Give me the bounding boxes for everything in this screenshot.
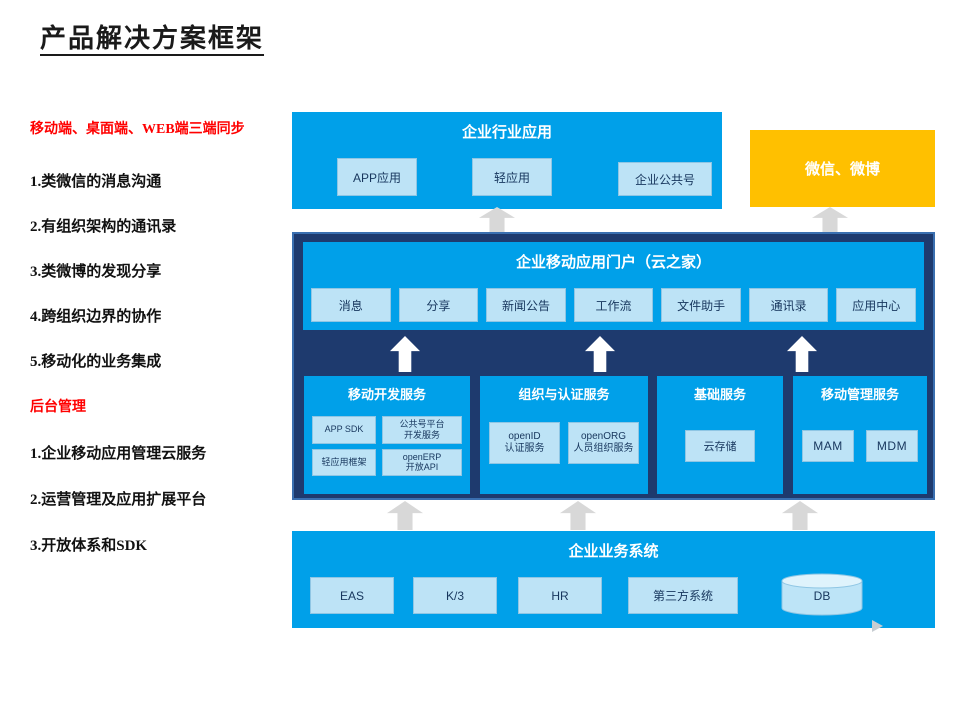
business-item-eas: EAS	[310, 577, 394, 614]
service-org-auth-title: 组织与认证服务	[518, 387, 610, 402]
portal-module-app-center: 应用中心	[836, 288, 917, 322]
portal-module-contacts: 通讯录	[748, 288, 829, 322]
service-item-lightapp-framework: 轻应用框架	[312, 448, 376, 477]
note-item-7: 2.运营管理及应用扩展平台	[30, 492, 207, 508]
industry-item-light-app: 轻应用	[472, 158, 552, 196]
arrow-up-icon	[812, 207, 848, 233]
note-item-6: 1.企业移动应用管理云服务	[30, 446, 207, 462]
arrow-up-icon	[479, 207, 515, 233]
note-item-2: 2.有组织架构的通讯录	[30, 219, 177, 235]
service-item-openerp-api: openERP 开放API	[382, 448, 462, 477]
database-label: DB	[813, 589, 831, 603]
portal-module-share: 分享	[398, 288, 479, 322]
business-item-third-party: 第三方系统	[628, 577, 738, 614]
arrow-up-icon	[390, 336, 420, 372]
database-cylinder-icon: DB	[780, 573, 864, 617]
service-mobile-dev-box: 移动开发服务 APP SDK 公共号平台 开发服务 轻应用框架 openERP …	[304, 376, 470, 494]
service-item-mdm: MDM	[866, 430, 918, 462]
service-basic-title: 基础服务	[693, 387, 746, 402]
industry-apps-title: 企业行业应用	[461, 124, 552, 141]
note-heading-backend: 后台管理	[30, 400, 86, 415]
business-systems-box: 企业业务系统 EAS K/3 HR 第三方系统 DB	[292, 531, 935, 628]
service-mobile-mgmt-items: MAM MDM	[802, 430, 918, 462]
note-item-3: 3.类微博的发现分享	[30, 264, 162, 280]
business-systems-title: 企业业务系统	[568, 543, 659, 560]
page-title: 产品解决方案框架	[40, 23, 265, 53]
portal-module-file-helper: 文件助手	[661, 288, 741, 322]
service-item-mam: MAM	[802, 430, 854, 462]
portal-title: 企业移动应用门户（云之家）	[515, 254, 711, 271]
note-item-5: 5.移动化的业务集成	[30, 354, 162, 370]
arrow-up-icon	[560, 501, 596, 530]
arrow-up-icon	[787, 336, 817, 372]
note-item-1: 1.类微信的消息沟通	[30, 174, 162, 190]
industry-item-app: APP应用	[337, 158, 417, 196]
service-org-auth-box: 组织与认证服务 openID 认证服务 openORG 人员组织服务	[480, 376, 648, 494]
industry-item-public-account: 企业公共号	[618, 162, 712, 196]
industry-apps-box: 企业行业应用 APP应用 轻应用 企业公共号	[292, 112, 722, 209]
service-item-public-platform: 公共号平台 开发服务	[382, 416, 462, 444]
business-item-k3: K/3	[413, 577, 497, 614]
service-basic-box: 基础服务 云存储	[657, 376, 783, 494]
note-item-8: 3.开放体系和SDK	[30, 538, 148, 554]
portal-module-workflow: 工作流	[573, 288, 654, 322]
service-basic-items: 云存储	[657, 430, 783, 462]
portal-box: 企业移动应用门户（云之家） 消息 分享 新闻公告 工作流 文件助手 通讯录 应用…	[303, 242, 924, 330]
service-mobile-mgmt-box: 移动管理服务 MAM MDM	[793, 376, 927, 494]
service-mobile-dev-title: 移动开发服务	[347, 387, 426, 402]
arrow-up-icon	[387, 501, 423, 530]
service-mobile-mgmt-title: 移动管理服务	[820, 387, 899, 402]
portal-module-messages: 消息	[311, 288, 391, 322]
business-item-hr: HR	[518, 577, 602, 614]
service-item-app-sdk: APP SDK	[312, 416, 376, 444]
service-item-cloud-storage: 云存储	[685, 430, 755, 462]
service-org-auth-items: openID 认证服务 openORG 人员组织服务	[489, 422, 639, 464]
database-cylinder-shape	[781, 573, 863, 616]
arrow-up-icon	[585, 336, 615, 372]
social-box: 微信、微博	[750, 130, 935, 207]
portal-container: 企业移动应用门户（云之家） 消息 分享 新闻公告 工作流 文件助手 通讯录 应用…	[292, 232, 935, 500]
portal-modules-row: 消息 分享 新闻公告 工作流 文件助手 通讯录 应用中心	[311, 288, 917, 322]
arrow-up-icon	[782, 501, 818, 530]
service-mobile-dev-items: APP SDK 公共号平台 开发服务 轻应用框架 openERP 开放API	[312, 416, 462, 477]
note-item-4: 4.跨组织边界的协作	[30, 309, 162, 325]
portal-module-news: 新闻公告	[486, 288, 566, 322]
service-item-openorg: openORG 人员组织服务	[568, 422, 639, 464]
decorative-triangle-icon	[872, 620, 883, 632]
service-item-openid: openID 认证服务	[489, 422, 560, 464]
note-heading-sync: 移动端、桌面端、WEB端三端同步	[30, 122, 245, 137]
